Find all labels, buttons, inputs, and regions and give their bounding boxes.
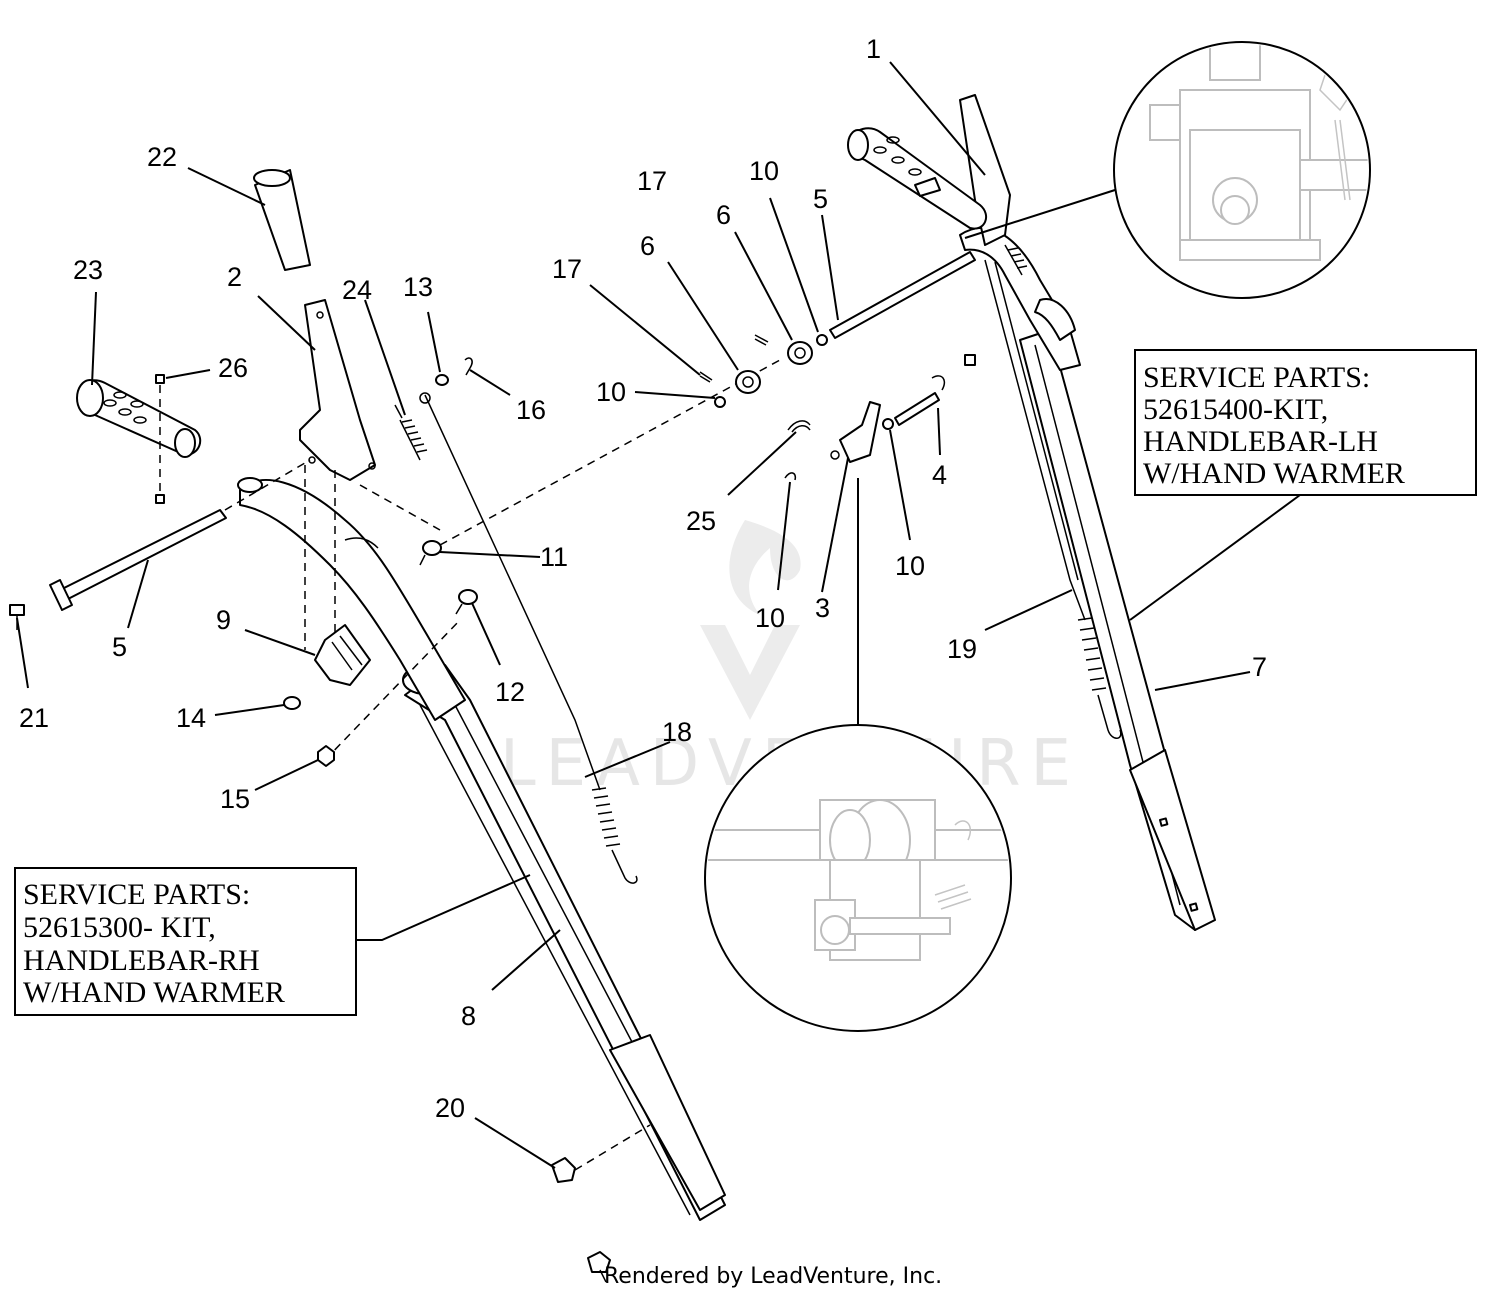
spring-part-24 <box>394 404 428 461</box>
washer-part-10-center <box>714 334 828 408</box>
callout-22: 22 <box>147 142 177 172</box>
callout-12: 12 <box>495 677 525 707</box>
service-box-lh-leader <box>1129 494 1301 621</box>
bushing-part-6-left <box>735 370 761 394</box>
service-box-lh-line-3: HANDLEBAR-LH <box>1143 425 1378 458</box>
detail-view-upper <box>1113 41 1371 299</box>
service-box-rh-line-1: SERVICE PARTS: <box>23 878 250 911</box>
detail-leader-upper <box>964 189 1116 239</box>
washer-part-14 <box>283 696 301 710</box>
cable-part-19 <box>984 259 1122 739</box>
callout-23: 23 <box>73 255 103 285</box>
mount-part-1 <box>959 94 1011 246</box>
rh-handlebar-upper-tube <box>237 477 466 721</box>
service-box-rh-line-3: HANDLEBAR-RH <box>23 944 260 977</box>
lh-handlebar-lower-tube <box>1019 329 1216 931</box>
bracket-part-2 <box>299 299 376 481</box>
callout-18: 18 <box>662 717 692 747</box>
spring-assembly-lh <box>1004 244 1028 276</box>
callout-10-bottom: 10 <box>755 603 785 633</box>
knob-part-11 <box>419 540 442 566</box>
service-box-lh-line-2: 52615400-KIT, <box>1143 393 1328 426</box>
heated-grip-lh <box>847 127 988 230</box>
pin-part-4 <box>894 354 976 426</box>
bushing-part-6-right <box>787 341 813 365</box>
washer-part-13 <box>435 374 449 386</box>
service-box-rh-leader <box>356 874 531 941</box>
lh-handlebar-upper-tube <box>959 227 1081 371</box>
install-lines-left <box>224 359 781 1171</box>
callout-labels: 1 2 3 4 5 5 6 6 7 8 9 10 10 10 10 11 12 … <box>19 34 1267 1123</box>
callout-6-left: 6 <box>640 231 655 261</box>
service-box-lh-line-1: SERVICE PARTS: <box>1143 361 1370 394</box>
rod-part-5-left <box>49 509 227 611</box>
callout-10-top: 10 <box>749 156 779 186</box>
callout-13: 13 <box>403 272 433 302</box>
callout-2: 2 <box>227 262 242 292</box>
service-box-rh-line-2: 52615300- KIT, <box>23 911 216 944</box>
service-box-lh-line-4: W/HAND WARMER <box>1143 457 1405 490</box>
cable-part-18 <box>419 392 638 884</box>
screw-part-26 <box>155 374 165 504</box>
callout-17-left: 17 <box>552 254 582 284</box>
grip-cap-part-22 <box>253 169 311 271</box>
callout-10-left: 10 <box>596 377 626 407</box>
callout-9: 9 <box>216 605 231 635</box>
callout-leaders <box>16 61 1251 1169</box>
service-parts-box-lh: SERVICE PARTS: 52615400-KIT, HANDLEBAR-L… <box>1134 349 1477 496</box>
callout-8: 8 <box>461 1001 476 1031</box>
callout-19: 19 <box>947 634 977 664</box>
callout-15: 15 <box>220 784 250 814</box>
clip-part-17 <box>699 334 769 383</box>
knob-part-12 <box>455 589 478 615</box>
pin-part-16 <box>464 357 473 376</box>
callout-26: 26 <box>218 353 248 383</box>
callout-21: 21 <box>19 703 49 733</box>
rod-part-5-right <box>829 251 976 339</box>
callout-7: 7 <box>1252 652 1267 682</box>
callout-25: 25 <box>686 506 716 536</box>
bracket-part-3 <box>830 401 881 463</box>
callout-14: 14 <box>176 703 206 733</box>
bolt-icon <box>587 1251 611 1283</box>
callout-3: 3 <box>815 593 830 623</box>
nut-part-15 <box>317 745 335 767</box>
callout-20: 20 <box>435 1093 465 1123</box>
callout-24: 24 <box>342 275 372 305</box>
callout-5-left: 5 <box>112 632 127 662</box>
bolt-part-21 <box>9 604 25 630</box>
callout-4: 4 <box>932 460 947 490</box>
footer: Rendered by LeadVenture, Inc. <box>587 1251 942 1289</box>
bolt-part-20 <box>551 1157 576 1183</box>
callout-1: 1 <box>866 34 881 64</box>
switch-part-9 <box>314 624 371 686</box>
callout-6-right: 6 <box>716 200 731 230</box>
washer-part-10-lower <box>784 418 894 481</box>
service-parts-box-rh: SERVICE PARTS: 52615300- KIT, HANDLEBAR-… <box>14 867 357 1016</box>
callout-5-right: 5 <box>813 184 828 214</box>
spring-part-25 <box>787 420 811 433</box>
callout-17-right: 17 <box>637 166 667 196</box>
heated-grip-part-23 <box>76 379 202 458</box>
detail-view-lower <box>704 724 1012 1032</box>
callout-10-right: 10 <box>895 551 925 581</box>
callout-11: 11 <box>540 542 568 572</box>
callout-16: 16 <box>516 395 546 425</box>
footer-credit: Rendered by LeadVenture, Inc. <box>604 1264 942 1289</box>
service-box-rh-line-4: W/HAND WARMER <box>23 976 285 1009</box>
